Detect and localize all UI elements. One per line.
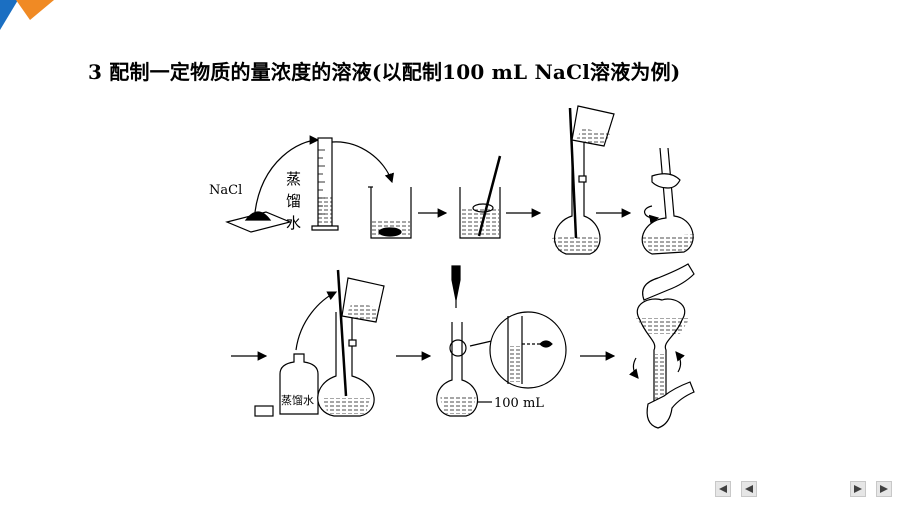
bottle-label: 蒸馏水	[281, 393, 314, 407]
hand-1	[651, 173, 681, 189]
step-rinse-water: 蒸馏水	[231, 291, 338, 417]
invert-arrow-left	[629, 357, 639, 379]
corner-blue-shape	[0, 0, 18, 30]
previous-page-button[interactable]	[741, 481, 757, 497]
next-page-icon	[854, 485, 862, 493]
water-label-char-3: 水	[286, 214, 301, 232]
volumetric-flask-3	[317, 312, 375, 417]
cylinder-base	[311, 225, 339, 231]
step-invert-mix	[629, 263, 695, 429]
meniscus-highlight	[449, 339, 467, 357]
flask-volume-label: 100 mL	[494, 396, 544, 411]
bottle-cap	[254, 405, 274, 417]
glass-rod-2	[336, 269, 348, 397]
arrow-salt-to-beaker	[254, 135, 320, 213]
corner-decoration	[0, 0, 54, 30]
first-page-button[interactable]	[715, 481, 731, 497]
glass-rod	[477, 155, 502, 237]
volumetric-flask-1	[553, 142, 601, 255]
step-beaker-dissolve	[368, 186, 448, 239]
zoom-circle	[489, 311, 567, 389]
first-page-icon	[719, 485, 727, 493]
dissolving-salt	[378, 227, 402, 237]
step-rinse-transfer	[317, 269, 432, 417]
invert-arrow-right	[675, 351, 685, 373]
last-page-button[interactable]	[876, 481, 892, 497]
glass-rod-guide	[568, 107, 578, 239]
hand-top	[642, 263, 695, 301]
slide-title: 3 配制一定物质的量浓度的溶液(以配制100 mL NaCl溶液为例)	[88, 60, 681, 84]
next-page-button[interactable]	[850, 481, 866, 497]
arrow-water-to-beaker	[331, 141, 395, 184]
distilled-water-bottle	[279, 353, 319, 415]
step-transfer	[552, 105, 632, 255]
volumetric-flask-4	[436, 322, 479, 417]
stopper-2	[348, 339, 357, 347]
step-stirring	[459, 155, 542, 239]
hand-bottom	[646, 381, 695, 429]
step-swirl	[640, 147, 696, 255]
nacl-label: NaCl	[209, 183, 242, 198]
step-weigh-and-measure: NaCl 蒸 馏 水	[209, 135, 395, 233]
water-label-char-1: 蒸	[286, 170, 301, 188]
previous-page-icon	[745, 485, 753, 493]
corner-orange-shape	[16, 0, 54, 20]
stopper	[578, 175, 587, 183]
arrow-bottle-to-beaker	[295, 291, 338, 351]
step-dropper: 100 mL	[436, 265, 616, 417]
eye-icon	[539, 340, 553, 348]
stirring-motion	[472, 203, 494, 213]
water-label-char-2: 馏	[286, 192, 301, 210]
last-page-icon	[880, 485, 888, 493]
swirl-arrow	[643, 205, 660, 225]
salt-pile	[244, 211, 272, 221]
